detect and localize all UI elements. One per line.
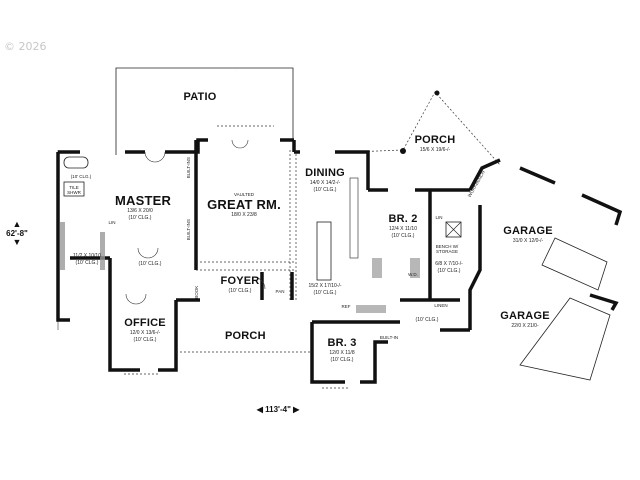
linen-label: LINEN	[434, 303, 448, 308]
room-name: GARAGE	[500, 310, 550, 322]
room-patio: PATIO	[180, 92, 220, 103]
bathtub	[63, 156, 89, 169]
built-ins-1: BUILT-INS	[185, 157, 191, 179]
pan-label: PAN	[275, 289, 285, 294]
room-name: PORCH	[225, 330, 266, 342]
room-dims: 14/0 X 14/2-/-	[309, 180, 341, 186]
room-ceiling: (10' CLG.)	[128, 215, 152, 221]
copyright-notice: © 2026	[4, 40, 47, 53]
room-dims: 15/2 X 17/10-/-	[308, 283, 342, 289]
arrow-down-icon: ▼	[12, 237, 22, 247]
room-kitchen: 15/2 X 17/10-/- (10' CLG.)	[300, 282, 350, 296]
room-br3: BR. 3 12/0 X 11/8 (10' CLG.)	[322, 338, 362, 363]
arrow-up-icon: ▲	[12, 219, 22, 229]
room-dims: 13/6 X 20/0	[127, 208, 153, 214]
patio-outline	[115, 67, 294, 155]
room-ceiling: (10' CLG.)	[133, 337, 157, 343]
room-laundry: 6/8 X 7/10-/- (10' CLG.)	[434, 260, 464, 274]
garage-doors	[519, 237, 611, 381]
arrow-right-icon: ▶	[293, 405, 300, 414]
room-rear-porch: PORCH 15/6 X 19/6-/-	[410, 135, 460, 153]
tile-shower	[63, 181, 85, 197]
room-ceiling: (10' CLG.)	[437, 268, 461, 274]
room-ceiling: (10' CLG.)	[228, 288, 252, 294]
room-name: BR. 2	[388, 213, 418, 225]
room-front-porch: PORCH	[225, 330, 266, 342]
depth-label: 62'-8"	[6, 229, 28, 238]
kitchen-island	[316, 221, 332, 281]
width-label: 113'-4"	[265, 405, 291, 414]
room-name: FOYER	[220, 275, 260, 287]
rear-porch-outline	[351, 91, 501, 166]
room-name: PORCH	[414, 134, 456, 146]
room-name: DINING	[305, 167, 345, 179]
room-dims: 22/0 X 21/0-	[511, 323, 539, 329]
room-dims: 11/2 X 10/10	[73, 253, 101, 259]
book-label: BOOK	[193, 285, 199, 299]
room-name: BR. 3	[327, 337, 357, 349]
room-foyer: FOYER (10' CLG.)	[220, 276, 260, 294]
room-dims: 12/0 X 13/6-/-	[129, 330, 161, 336]
room-name: GARAGE	[503, 225, 553, 237]
room-name: MASTER	[115, 193, 172, 208]
room-dims: 31/0 X 12/0-/-	[512, 238, 544, 244]
arrow-left-icon: ◀	[256, 405, 263, 414]
room-name: PATIO	[183, 91, 217, 103]
room-dims: 12/4 X 11/10	[389, 226, 417, 232]
dashed-lines	[124, 125, 350, 389]
master-bath-ceiling: (10' CLG.)	[70, 174, 92, 179]
built-in-br3: BUILT-IN	[379, 335, 399, 340]
room-name: OFFICE	[124, 317, 166, 329]
wd-label: W.D.	[408, 272, 418, 277]
lin-master-label: LIN	[108, 220, 116, 225]
room-dining: DINING 14/0 X 14/2-/- (10' CLG.)	[300, 168, 350, 193]
bath3-ceiling: (10' CLG.)	[415, 317, 439, 323]
room-prefix: VAULTED	[233, 192, 255, 197]
room-dims: 6/8 X 7/10-/-	[435, 261, 463, 267]
ref-label: REF	[341, 304, 351, 309]
closet-shelving	[60, 222, 420, 313]
tile-shower-label: TILE SHWR	[67, 185, 81, 195]
room-garage-2: GARAGE 22/0 X 21/0-	[500, 311, 550, 329]
room-master-closet: 11/2 X 10/10 (10' CLG.)	[70, 252, 104, 266]
room-ceiling: (10' CLG.)	[313, 187, 337, 193]
room-ceiling: (10' CLG.)	[75, 260, 99, 266]
room-br2: BR. 2 12/4 X 11/10 (10' CLG.)	[380, 214, 426, 239]
room-ceiling: (10' CLG.)	[391, 233, 415, 239]
overall-width-dimension: ◀ 113'-4" ▶	[238, 405, 318, 414]
room-master: MASTER 13/6 X 20/0 (10' CLG.)	[115, 193, 172, 221]
room-garage-1: GARAGE 31/0 X 12/0-/-	[503, 226, 553, 244]
room-name: GREAT RM.	[207, 196, 281, 212]
door-swings	[125, 139, 266, 305]
bench-storage-label: BENCH W/ STORAGE	[435, 244, 459, 254]
overall-depth-dimension: ▲ 62'-8" ▼	[2, 220, 32, 247]
room-great-room: VAULTED GREAT RM. 18/0 X 23/8	[206, 192, 282, 218]
hall-ceiling: (10' CLG.)	[138, 261, 162, 267]
room-ceiling: (10' CLG.)	[313, 290, 337, 296]
built-ins-2: BUILT-INS	[185, 219, 191, 241]
lin-br2-label: LIN	[435, 215, 443, 220]
room-office: OFFICE 12/0 X 13/6-/- (10' CLG.)	[120, 318, 170, 343]
room-ceiling: (10' CLG.)	[330, 357, 354, 363]
room-dims: 12/0 X 11/8	[329, 350, 355, 356]
room-dims: 15/6 X 19/6-/-	[419, 147, 451, 153]
room-dims: 18/0 X 23/8	[231, 211, 257, 218]
